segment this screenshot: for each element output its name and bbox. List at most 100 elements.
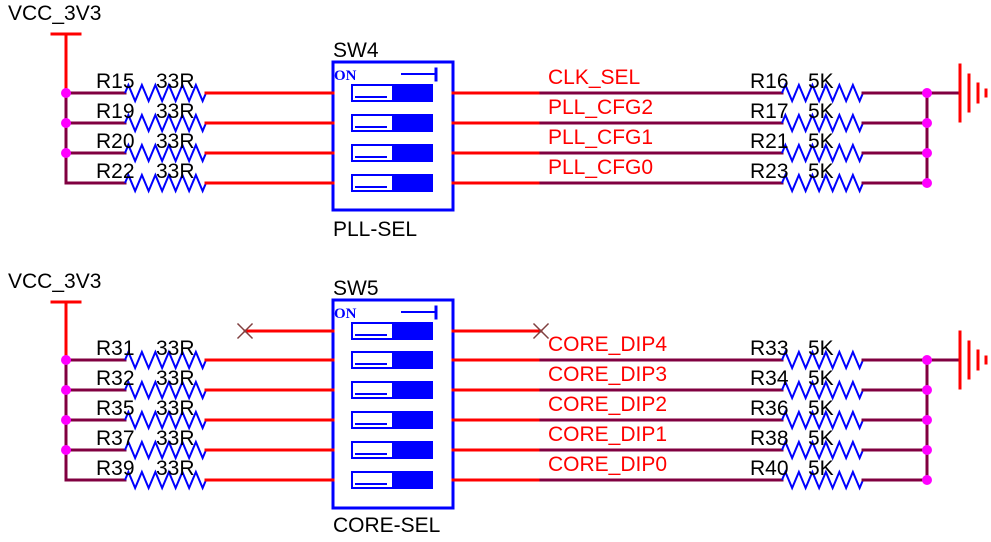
pulldown-resistor-designator: R33 [750, 337, 789, 360]
junction-dot-icon [922, 355, 932, 365]
junction-dot-icon [61, 148, 71, 158]
pull-resistor-designator: R31 [96, 337, 135, 360]
net-label: CORE_DIP2 [548, 393, 667, 416]
switch-actuator [392, 472, 432, 488]
pulldown-resistor [781, 349, 864, 371]
pulldown-resistor [781, 172, 864, 194]
pull-resistor-designator: R19 [96, 100, 135, 123]
pull-resistor [124, 469, 207, 491]
pulldown-resistor-value: 5K [808, 160, 834, 183]
net-label: CORE_DIP4 [548, 333, 667, 356]
channel-row: R22 33R PLL_CFG0 R23 5K [64, 156, 929, 194]
junction-dot-icon [922, 148, 932, 158]
pull-resistor [124, 112, 207, 134]
net-label: CLK_SEL [548, 66, 640, 89]
pulldown-resistor-designator: R38 [750, 427, 789, 450]
pulldown-resistor-designator: R40 [750, 457, 789, 480]
switch-actuator [392, 442, 432, 458]
junction-dot-icon [922, 475, 932, 485]
pulldown-resistor [781, 439, 864, 461]
pull-resistor-value: 33R [156, 367, 195, 390]
switch-actuator [392, 352, 432, 368]
pulldown-resistor [781, 112, 864, 134]
pulldown-resistor [781, 82, 864, 104]
dip-switch-sw5: ON [331, 298, 455, 510]
switch-position [351, 174, 433, 192]
junction-dot-icon [922, 415, 932, 425]
pulldown-resistor-designator: R16 [750, 70, 789, 93]
pulldown-resistor-value: 5K [808, 427, 834, 450]
pulldown-resistor-designator: R36 [750, 397, 789, 420]
pull-resistor-designator: R20 [96, 130, 135, 153]
pull-resistor [124, 82, 207, 104]
pulldown-resistor [781, 379, 864, 401]
junction-dot-icon [61, 445, 71, 455]
channel-row: R15 33R CLK_SEL R16 5K [64, 66, 929, 104]
switch-body [331, 298, 455, 510]
switch-position [351, 411, 433, 429]
switch-position [351, 144, 433, 162]
pull-resistor-designator: R32 [96, 367, 135, 390]
pull-resistor [124, 409, 207, 431]
no-connect-icon [236, 322, 254, 340]
pull-resistor-value: 33R [156, 397, 195, 420]
switch-position [351, 322, 433, 340]
pulldown-resistor [781, 142, 864, 164]
net-label: CORE_DIP3 [548, 363, 667, 386]
pull-resistor [124, 379, 207, 401]
junction-dot-icon [922, 178, 932, 188]
net-label: PLL_CFG2 [548, 96, 653, 119]
pull-resistor-designator: R22 [96, 160, 135, 183]
pulldown-resistor-designator: R23 [750, 160, 789, 183]
ground-icon [958, 330, 988, 390]
ground-icon [958, 63, 988, 123]
pull-resistor-value: 33R [156, 70, 195, 93]
pull-resistor-designator: R39 [96, 457, 135, 480]
switch-position [351, 84, 433, 102]
pulldown-resistor-value: 5K [808, 457, 834, 480]
switch-actuator [392, 175, 432, 191]
pull-resistor-value: 33R [156, 337, 195, 360]
junction-dot-icon [61, 385, 71, 395]
pull-resistor-designator: R15 [96, 70, 135, 93]
switch-position [351, 381, 433, 399]
pull-resistor-designator: R37 [96, 427, 135, 450]
switch-actuator [392, 85, 432, 101]
pull-resistor [124, 172, 207, 194]
pull-resistor-value: 33R [156, 100, 195, 123]
pull-resistor [124, 349, 207, 371]
pulldown-resistor-value: 5K [808, 70, 834, 93]
dip-switch-sw4: ON [331, 60, 455, 212]
switch-position [351, 114, 433, 132]
switch-value: PLL-SEL [333, 218, 417, 241]
nc-x-b [236, 322, 254, 340]
pulldown-resistor-value: 5K [808, 130, 834, 153]
switch-position [351, 351, 433, 369]
no-connect-icon [532, 322, 550, 340]
pull-resistor [124, 439, 207, 461]
pull-resistor-value: 33R [156, 160, 195, 183]
pull-resistor [124, 142, 207, 164]
junction-dot-icon [61, 355, 71, 365]
channel-row [236, 322, 550, 340]
pulldown-resistor-value: 5K [808, 397, 834, 420]
pulldown-resistor [781, 469, 864, 491]
net-label: PLL_CFG0 [548, 156, 653, 179]
switch-body [331, 60, 455, 212]
junction-dot-icon [61, 415, 71, 425]
junction-dot-icon [922, 118, 932, 128]
switch-designator: SW5 [333, 277, 379, 300]
switch-position [351, 471, 433, 489]
junction-dot-icon [61, 88, 71, 98]
pulldown-resistor-value: 5K [808, 367, 834, 390]
pulldown-resistor-designator: R21 [750, 130, 789, 153]
switch-designator: SW4 [333, 39, 379, 62]
